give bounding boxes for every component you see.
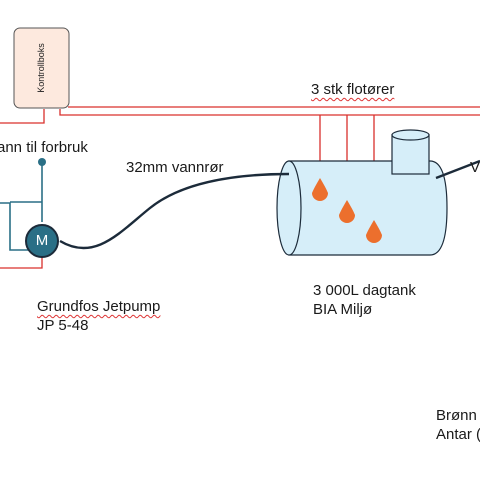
wire-mid [59, 109, 480, 116]
pipe-label: 32mm vannrør [126, 159, 224, 176]
control-box[interactable] [13, 27, 70, 109]
water-use-label: ann til forbruk [0, 139, 88, 156]
tank-hatch [391, 134, 430, 175]
day-tank [276, 129, 448, 256]
water-use-line [0, 165, 43, 251]
wire-low [0, 109, 45, 124]
pump-label-1: Grundfos Jetpump [37, 298, 161, 315]
tank-body [288, 160, 448, 256]
well-label-2: Antar ( [436, 426, 480, 443]
pump[interactable] [25, 224, 59, 258]
right-edge-label: V [470, 159, 480, 176]
tap-dot [38, 158, 46, 166]
pump-wire [0, 255, 43, 269]
pipe-tank-to-well [435, 159, 480, 180]
tank-end [276, 160, 302, 256]
floats-label: 3 stk flotører [311, 81, 395, 98]
float-3 [366, 220, 382, 243]
pipe-pump-to-tank [59, 172, 290, 250]
tank-label-1: 3 000L dagtank [313, 282, 416, 299]
pump-symbol: M [35, 232, 49, 249]
float-1 [312, 178, 328, 201]
control-box-label: Kontrollboks [36, 43, 46, 93]
pump-label-2: JP 5-48 [37, 317, 89, 334]
tank-label-2: BIA Miljø [313, 301, 373, 318]
well-label-1: Brønn [436, 407, 477, 424]
tank-hatch-top [391, 129, 430, 141]
floats [312, 178, 382, 243]
float-2 [339, 200, 355, 223]
